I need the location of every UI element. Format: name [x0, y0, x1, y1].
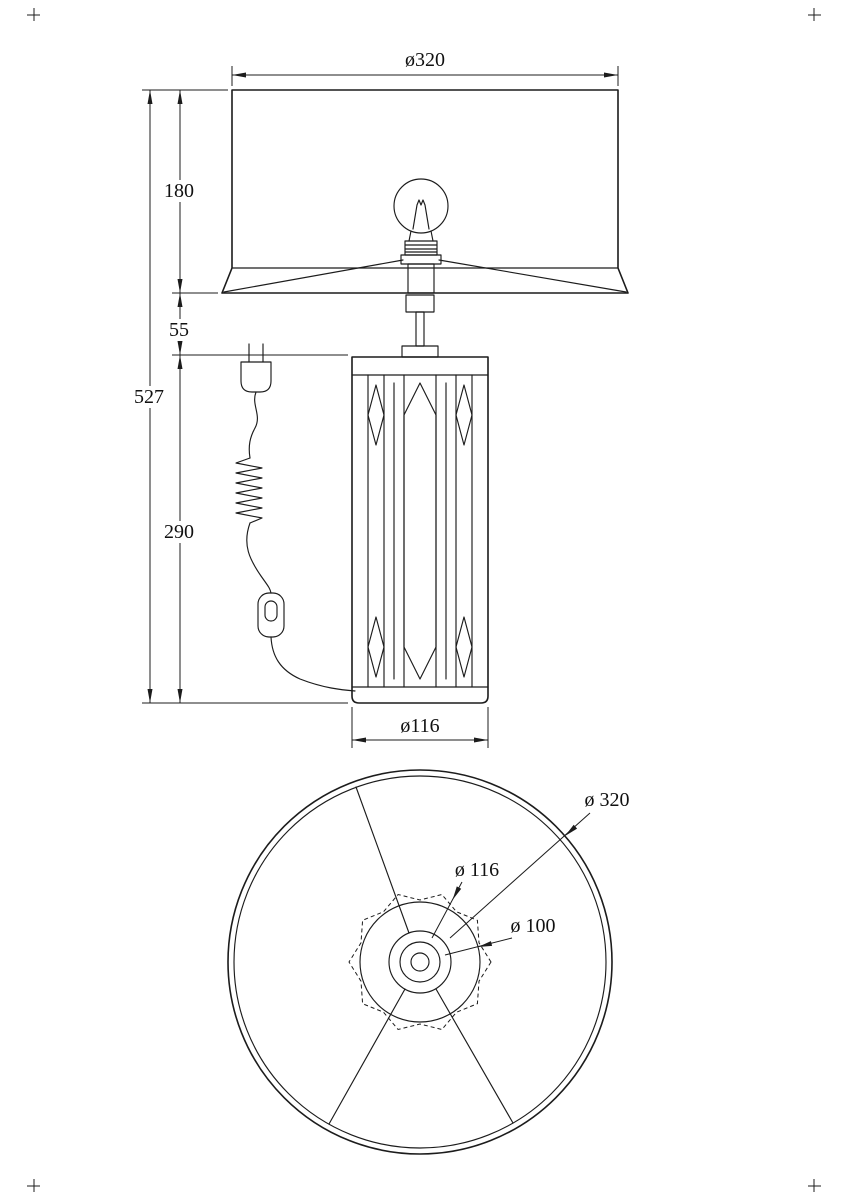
cord-middle	[246, 522, 272, 594]
bulb-filament	[412, 199, 430, 230]
plan-shade-outer-circle	[227, 769, 613, 1155]
power-cord-assembly	[235, 343, 356, 692]
dim-ext-lines-base	[351, 707, 489, 748]
stem-flange	[401, 345, 439, 358]
dim-label-total-height: 527	[134, 386, 164, 408]
plan-dim-hub-diameter: ø 100	[444, 915, 556, 956]
leader-shade-diameter	[449, 812, 591, 939]
socket-body	[407, 263, 435, 294]
bulb-screw-threads	[404, 244, 438, 253]
dim-shade-height: 180	[158, 90, 200, 293]
plan-hub	[348, 893, 492, 1031]
corner-mark-bottom-left	[27, 1179, 40, 1192]
plan-shade-circles	[227, 769, 613, 1155]
plan-label-hub-diameter: ø 100	[511, 915, 556, 937]
plug-prongs	[248, 343, 264, 363]
plan-crystal-facet-ring	[348, 893, 492, 1031]
corner-mark-top-left	[27, 8, 40, 21]
spoke-lower-right	[435, 988, 514, 1124]
inline-switch	[257, 592, 285, 638]
arrowhead	[604, 72, 618, 78]
plan-spokes	[328, 786, 514, 1125]
dim-ext-lines-shade-top	[231, 66, 619, 86]
arrowhead	[478, 941, 493, 947]
plan-view: ø 320 ø 116 ø 100	[227, 769, 630, 1155]
plan-shade-inner-circle	[233, 775, 607, 1149]
socket-ring	[400, 254, 442, 265]
spoke-lower-left	[328, 988, 406, 1125]
arrowhead	[147, 90, 153, 104]
bulb	[393, 178, 449, 256]
arrowhead	[232, 72, 246, 78]
lampshade	[221, 89, 629, 294]
dim-label-bg	[158, 180, 200, 202]
dim-ext-lines-left	[142, 89, 348, 704]
dim-label-shade-height: 180	[164, 180, 194, 202]
arrowhead	[147, 689, 153, 703]
dim-neck-height: 55	[163, 293, 195, 355]
bulb-glass	[393, 178, 449, 234]
cord-lower	[270, 636, 356, 692]
dim-total-height: 527	[127, 90, 171, 703]
arrowhead	[177, 293, 183, 307]
dim-shade-diameter: ø320	[231, 49, 619, 86]
plan-label-shade-diameter: ø 320	[585, 789, 630, 811]
arrowhead	[474, 737, 488, 743]
plan-base-inner-circle	[359, 901, 481, 1023]
dim-label-bg	[127, 386, 171, 408]
base-crystal-facet-center	[403, 382, 437, 680]
corner-mark-bottom-right	[808, 1179, 821, 1192]
shade-outline	[221, 89, 629, 294]
dim-label-bg	[163, 319, 195, 341]
cord-coil	[235, 457, 263, 524]
dim-label-bg	[158, 521, 200, 543]
dim-label-base-diameter: ø116	[400, 715, 439, 737]
bulb-screw-cap	[404, 240, 438, 256]
plan-label-base-diameter: ø 116	[455, 859, 499, 881]
dim-label-neck-height: 55	[169, 319, 189, 341]
hub-circle-mid	[399, 941, 441, 983]
arrowhead	[177, 341, 183, 355]
corner-marks	[27, 8, 821, 1192]
leader-hub-diameter	[444, 937, 513, 956]
front-view: ø320 180 55 290	[127, 49, 629, 748]
plan-dim-base-diameter: ø 116	[431, 859, 499, 939]
spoke-top	[355, 786, 410, 934]
switch-body	[257, 592, 285, 638]
dim-label-body-height: 290	[164, 521, 194, 543]
corner-mark-top-right	[808, 8, 821, 21]
dim-body-height: 290	[158, 355, 200, 703]
lamp-base	[351, 356, 489, 704]
hub-circle-small	[410, 952, 430, 972]
arrowhead	[352, 737, 366, 743]
arrowhead	[177, 90, 183, 104]
socket-and-stem	[400, 254, 442, 358]
plug-body	[240, 361, 272, 393]
arrowhead	[177, 689, 183, 703]
arrowhead	[177, 279, 183, 293]
shade-holder	[405, 294, 435, 313]
base-ribs	[367, 374, 473, 688]
plan-dim-shade-diameter: ø 320	[449, 789, 630, 939]
arrowhead	[565, 824, 578, 836]
power-plug	[240, 343, 272, 393]
arrowhead	[177, 355, 183, 369]
arrowhead	[452, 886, 462, 900]
dim-label-shade-diameter: ø320	[405, 49, 445, 71]
hub-circle-outer	[388, 930, 452, 994]
stem	[415, 311, 425, 347]
dim-base-diameter: ø116	[351, 707, 489, 748]
base-crystal-facets-bottom	[367, 616, 473, 678]
base-outline	[351, 356, 489, 704]
shade-cone-lines	[223, 259, 627, 293]
base-crystal-facets-top	[367, 384, 473, 446]
cord-upper	[248, 391, 258, 459]
switch-button	[264, 600, 278, 622]
bulb-neck	[408, 230, 434, 242]
